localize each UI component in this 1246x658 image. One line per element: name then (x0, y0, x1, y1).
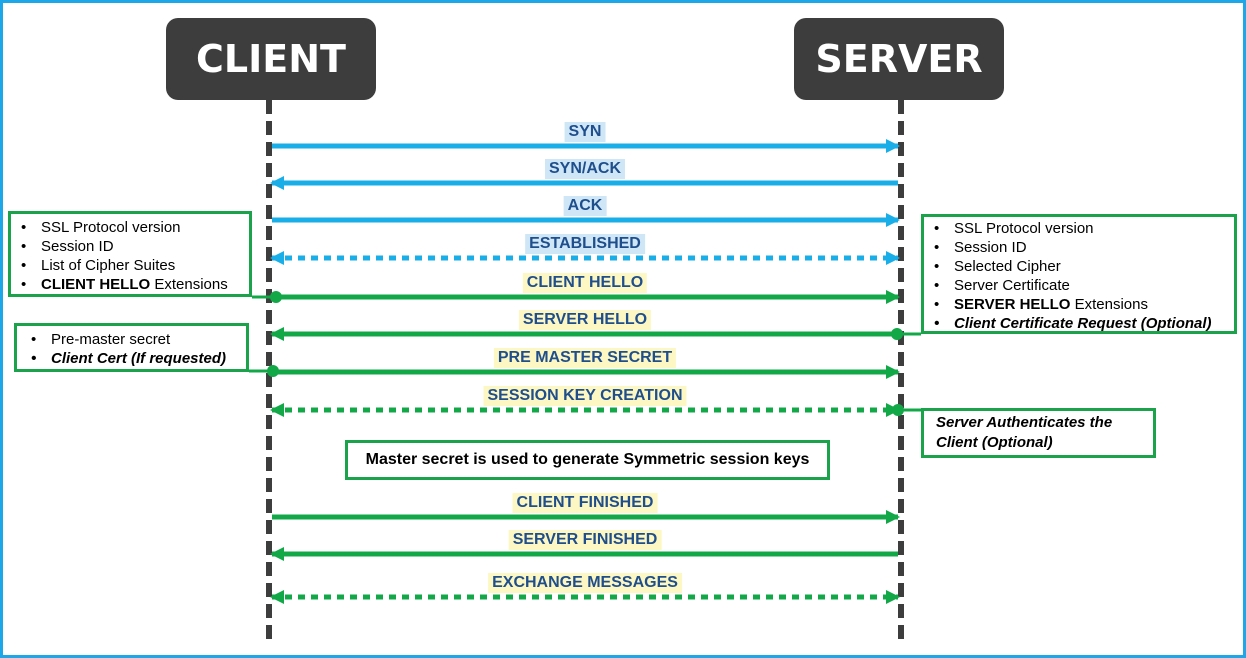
note-item: Session ID (930, 238, 1228, 257)
server-auth-note: Server Authenticates the Client (Optiona… (921, 408, 1156, 458)
server-auth-anchor-dot (892, 404, 904, 416)
message-label: ACK (563, 196, 607, 216)
message-label: SERVER FINISHED (508, 530, 662, 550)
client-hello-anchor-dot (270, 291, 282, 303)
note-bold-text: SERVER HELLO (954, 296, 1071, 313)
note-bold-text: CLIENT HELLO (41, 276, 151, 293)
note-item: Pre-master secret (27, 330, 236, 349)
server-actor: SERVER (794, 18, 1004, 100)
note-item: CLIENT HELLO Extensions (17, 275, 243, 294)
note-text: Extensions (150, 276, 228, 293)
note-item: SSL Protocol version (930, 219, 1228, 238)
client-hello-note: SSL Protocol version Session ID List of … (8, 211, 252, 297)
note-text: Extensions (1070, 296, 1148, 313)
server-hello-note: SSL Protocol version Session ID Selected… (921, 214, 1237, 334)
message-label: ESTABLISHED (525, 234, 645, 254)
note-item: SSL Protocol version (17, 218, 243, 237)
client-actor: CLIENT (166, 18, 376, 100)
message-label: PRE MASTER SECRET (493, 348, 677, 368)
note-line: Server Authenticates the (936, 414, 1113, 431)
note-item: Client Cert (If requested) (27, 349, 236, 368)
note-item: Session ID (17, 237, 243, 256)
message-label: SESSION KEY CREATION (483, 386, 687, 406)
note-item: Client Certificate Request (Optional) (930, 314, 1228, 333)
premaster-anchor-dot (267, 365, 279, 377)
note-item: Server Certificate (930, 276, 1228, 295)
note-line: Client (Optional) (936, 434, 1053, 451)
master-secret-text: Master secret is used to generate Symmet… (365, 451, 810, 468)
message-label: SYN/ACK (544, 159, 626, 179)
message-label: CLIENT FINISHED (512, 493, 658, 513)
premaster-note: Pre-master secret Client Cert (If reques… (14, 323, 249, 372)
message-label: EXCHANGE MESSAGES (488, 573, 682, 593)
message-label: SERVER HELLO (518, 310, 652, 330)
note-item: Selected Cipher (930, 257, 1228, 276)
message-label: CLIENT HELLO (522, 273, 648, 293)
note-item: SERVER HELLO Extensions (930, 295, 1228, 314)
note-item: List of Cipher Suites (17, 256, 243, 275)
master-secret-note: Master secret is used to generate Symmet… (345, 440, 830, 480)
message-label: SYN (564, 122, 606, 142)
server-hello-anchor-dot (891, 328, 903, 340)
